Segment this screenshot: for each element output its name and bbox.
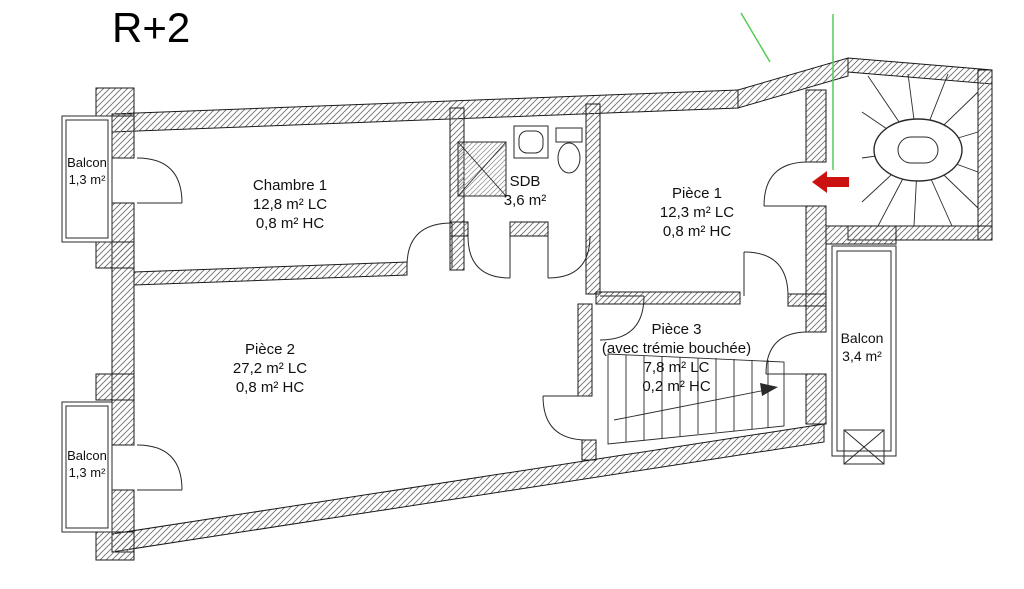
balcony-railings-group bbox=[61, 115, 897, 533]
room-area-hc: 0,8 m² HC bbox=[255, 215, 325, 233]
walls-group bbox=[95, 57, 993, 561]
room-label-sdb: SDB 3,6 m² bbox=[480, 172, 570, 210]
room-area-lc: 27,2 m² LC bbox=[232, 360, 308, 378]
room-note: (avec trémie bouchée) bbox=[601, 340, 752, 358]
floor-title: R+2 bbox=[112, 4, 191, 51]
room-label-piece2: Pièce 2 27,2 m² LC 0,8 m² HC bbox=[190, 340, 350, 397]
room-name: Balcon bbox=[67, 448, 107, 463]
room-name: SDB bbox=[509, 173, 541, 190]
room-label-piece3: Pièce 3 (avec trémie bouchée) 7,8 m² LC … bbox=[594, 320, 759, 396]
sink bbox=[513, 125, 549, 159]
room-name: Chambre 1 bbox=[252, 177, 328, 194]
room-name: Balcon bbox=[840, 330, 884, 346]
room-area-lc: 12,8 m² LC bbox=[252, 196, 328, 214]
stair-direction-arrowhead bbox=[760, 383, 778, 396]
entrance-arrow-icon bbox=[812, 171, 849, 193]
room-name: Pièce 3 bbox=[651, 321, 702, 338]
room-name: Pièce 2 bbox=[244, 341, 296, 358]
room-area-hc: 0,8 m² HC bbox=[235, 379, 305, 397]
room-label-piece1: Pièce 1 12,3 m² LC 0,8 m² HC bbox=[617, 184, 777, 241]
piece3-stair bbox=[607, 353, 785, 445]
duct-box bbox=[843, 429, 885, 465]
room-label-balcon-right: Balcon 3,4 m² bbox=[826, 330, 898, 366]
room-name: Balcon bbox=[67, 155, 107, 170]
room-area-hc: 0,2 m² HC bbox=[642, 378, 711, 396]
room-area: 3,6 m² bbox=[503, 192, 547, 210]
shower bbox=[457, 141, 507, 197]
room-area-lc: 12,3 m² LC bbox=[659, 204, 735, 222]
room-area: 3,4 m² bbox=[842, 347, 882, 364]
room-area: 1,3 m² bbox=[68, 171, 106, 187]
room-name: Pièce 1 bbox=[671, 185, 723, 202]
room-label-chambre1: Chambre 1 12,8 m² LC 0,8 m² HC bbox=[210, 176, 370, 233]
doors-group bbox=[136, 157, 809, 491]
green-guide-lines bbox=[740, 12, 834, 170]
spiral-stair bbox=[861, 73, 979, 227]
room-area-hc: 0,8 m² HC bbox=[662, 223, 732, 241]
room-label-balcon-bottom-left: Balcon 1,3 m² bbox=[58, 448, 116, 481]
room-label-balcon-top-left: Balcon 1,3 m² bbox=[58, 155, 116, 188]
toilet bbox=[555, 127, 583, 174]
room-area: 1,3 m² bbox=[68, 464, 106, 480]
room-area-lc: 7,8 m² LC bbox=[643, 359, 710, 377]
bathroom-fixtures-group bbox=[457, 125, 583, 197]
